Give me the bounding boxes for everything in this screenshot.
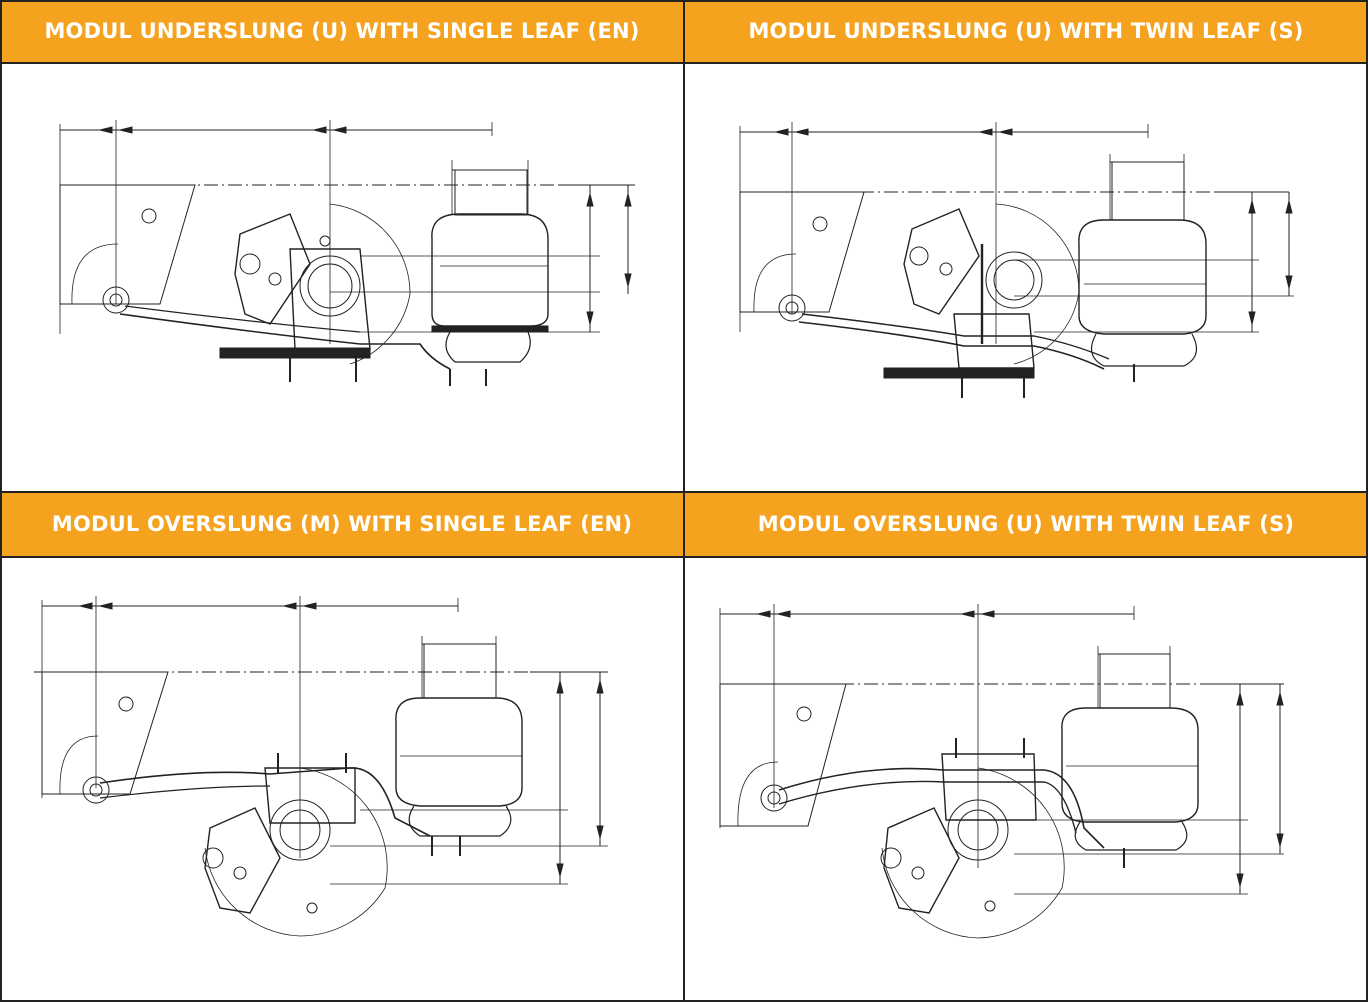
overslung-twin-leaf-drawing [684,558,1368,1002]
underslung-twin-leaf-drawing [684,64,1368,492]
panel-title: MODUL UNDERSLUNG (U) WITH SINGLE LEAF (E… [0,0,684,64]
panel-underslung-twin-leaf: MODUL UNDERSLUNG (U) WITH TWIN LEAF (S) [684,0,1368,492]
underslung-single-leaf-drawing [0,64,684,492]
panel-underslung-single-leaf: MODUL UNDERSLUNG (U) WITH SINGLE LEAF (E… [0,0,684,492]
grid-divider-vertical [683,0,685,1002]
panel-overslung-twin-leaf: MODUL OVERSLUNG (U) WITH TWIN LEAF (S) [684,492,1368,1002]
panel-title: MODUL UNDERSLUNG (U) WITH TWIN LEAF (S) [684,0,1368,64]
panel-overslung-single-leaf: MODUL OVERSLUNG (M) WITH SINGLE LEAF (EN… [0,492,684,1002]
panel-title: MODUL OVERSLUNG (M) WITH SINGLE LEAF (EN… [0,492,684,558]
panel-title: MODUL OVERSLUNG (U) WITH TWIN LEAF (S) [684,492,1368,558]
grid-divider-horizontal [0,491,1368,493]
overslung-single-leaf-drawing [0,558,684,1002]
